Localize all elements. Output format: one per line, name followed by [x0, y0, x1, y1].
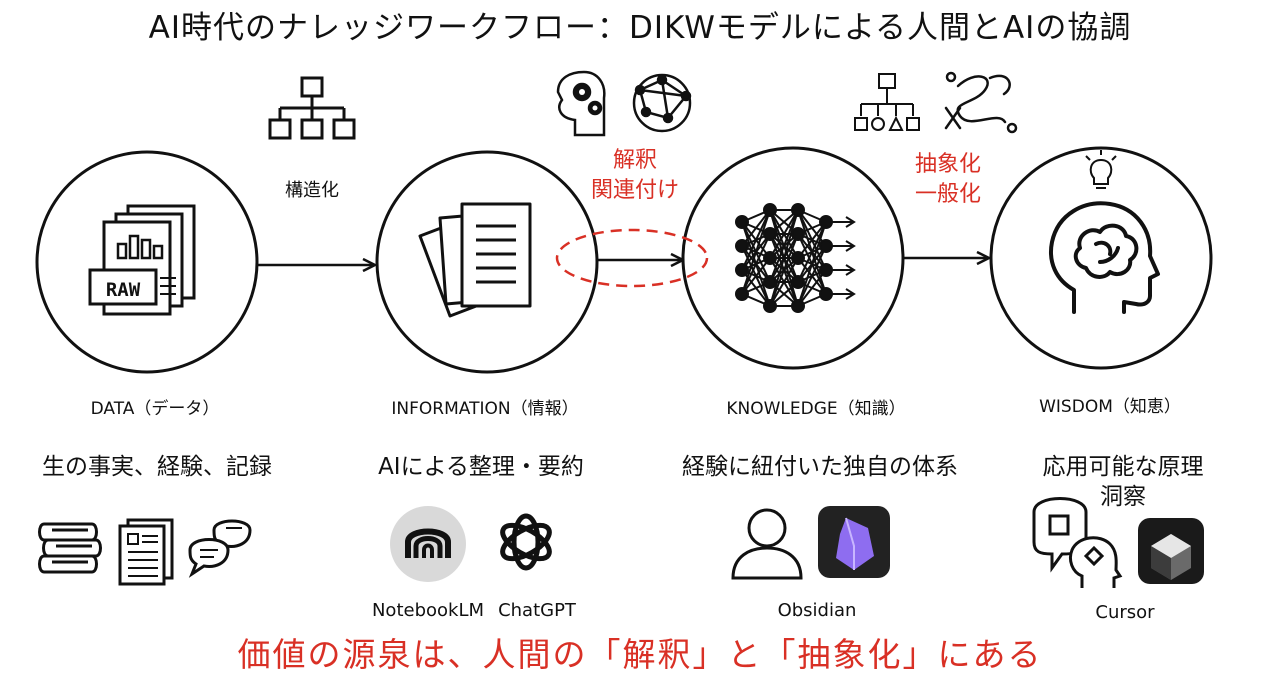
nn-connection — [797, 221, 827, 283]
data-circle — [35, 150, 259, 374]
tool-label-cursor: Cursor — [1095, 602, 1155, 623]
nn-connection — [769, 209, 799, 283]
nn-connection — [769, 209, 799, 307]
nn-node — [763, 251, 777, 265]
abstract-label-line1: 抽象化 — [914, 152, 981, 177]
nn-node — [819, 215, 833, 229]
nn-output-arrow — [845, 288, 856, 300]
notebooklm-logo-icon — [390, 506, 466, 582]
nn-node — [791, 251, 805, 265]
nn-connection — [769, 257, 799, 307]
nn-node — [735, 239, 749, 253]
path-scribble-icon — [944, 71, 1018, 134]
nn-node — [763, 227, 777, 241]
nn-node — [735, 215, 749, 229]
nn-connection — [797, 221, 827, 259]
information-circle — [375, 150, 599, 374]
nn-connection — [769, 209, 799, 259]
stage-desc-wisdom: 応用可能な原理 洞察 — [958, 452, 1280, 512]
nn-connection — [797, 221, 827, 307]
tool-label-notebooklm: NotebookLM — [371, 600, 485, 621]
nn-node — [791, 299, 805, 313]
abstract-label-line2: 一般化 — [914, 182, 981, 207]
footer-message: 価値の源泉は、人間の「解釈」と「抽象化」にある — [237, 635, 1043, 674]
nn-node — [819, 263, 833, 277]
interpret-label-line2: 関連付け — [590, 178, 679, 203]
nn-connection — [769, 233, 799, 307]
obsidian-logo-icon — [818, 506, 890, 578]
interpret-label: 解釈 関連付け — [575, 146, 695, 206]
nn-node — [791, 203, 805, 217]
diagram-title: AI時代のナレッジワークフロー：DIKWモデルによる人間とAIの協調 — [148, 10, 1132, 46]
stage-label-information: INFORMATION（情報） — [391, 399, 579, 419]
abstraction-shapes-icon — [854, 73, 920, 131]
stage-desc-wisdom-line2: 洞察 — [1100, 484, 1146, 510]
nn-node — [791, 227, 805, 241]
tool-label-obsidian: Obsidian — [777, 600, 857, 621]
nn-output-arrow — [845, 264, 856, 276]
nn-node — [735, 263, 749, 277]
nn-node — [819, 239, 833, 253]
neural-network-icon — [735, 203, 856, 313]
head-gears-icon — [556, 70, 606, 137]
nn-connection — [741, 257, 771, 295]
stage-label-knowledge: KNOWLEDGE（知識） — [726, 399, 906, 419]
nn-node — [763, 299, 777, 313]
raw-badge-text: RAW — [106, 279, 141, 301]
stage-label-data: DATA（データ） — [90, 399, 220, 419]
tool-label-chatgpt: ChatGPT — [498, 600, 576, 621]
interpretation-highlight — [555, 228, 709, 288]
nn-node — [763, 203, 777, 217]
nn-node — [763, 275, 777, 289]
stage-label-wisdom: WISDOM（知恵） — [1039, 397, 1181, 417]
nn-connection — [741, 233, 771, 295]
nn-connection — [741, 209, 771, 295]
interpret-label-line1: 解釈 — [612, 148, 657, 173]
nn-connection — [797, 269, 827, 307]
head-brain-icon — [1049, 201, 1160, 314]
books-stack-icon — [38, 522, 102, 574]
wisdom-circle — [989, 146, 1213, 370]
nn-output-arrow — [845, 216, 856, 228]
nn-output-arrow — [845, 240, 856, 252]
nn-node — [819, 287, 833, 301]
stage-desc-knowledge: 経験に紐付いた独自の体系 — [682, 454, 958, 480]
insight-head-icon — [1032, 497, 1123, 588]
structure-label: 構造化 — [285, 180, 339, 201]
nn-connection — [797, 245, 827, 307]
report-document-icon — [118, 518, 174, 586]
abstract-label: 抽象化 一般化 — [888, 150, 1008, 210]
lightbulb-icon — [1085, 150, 1117, 189]
nn-node — [735, 287, 749, 301]
nn-node — [791, 275, 805, 289]
raw-data-document-icon — [88, 204, 196, 316]
stage-desc-information: AIによる整理・要約 — [378, 454, 584, 480]
nn-connection — [741, 209, 771, 247]
network-globe-icon — [632, 73, 692, 133]
nn-connection — [741, 209, 771, 271]
stage-desc-data: 生の事実、経験、記録 — [42, 454, 272, 480]
stage-desc-wisdom-line1: 応用可能な原理 — [1042, 454, 1204, 480]
chat-bubbles-icon — [188, 519, 252, 578]
chatgpt-logo-icon — [500, 513, 552, 571]
hierarchy-icon — [268, 76, 356, 140]
cursor-logo-icon — [1138, 518, 1204, 584]
documents-stack-icon — [418, 202, 532, 318]
person-icon — [731, 508, 803, 580]
